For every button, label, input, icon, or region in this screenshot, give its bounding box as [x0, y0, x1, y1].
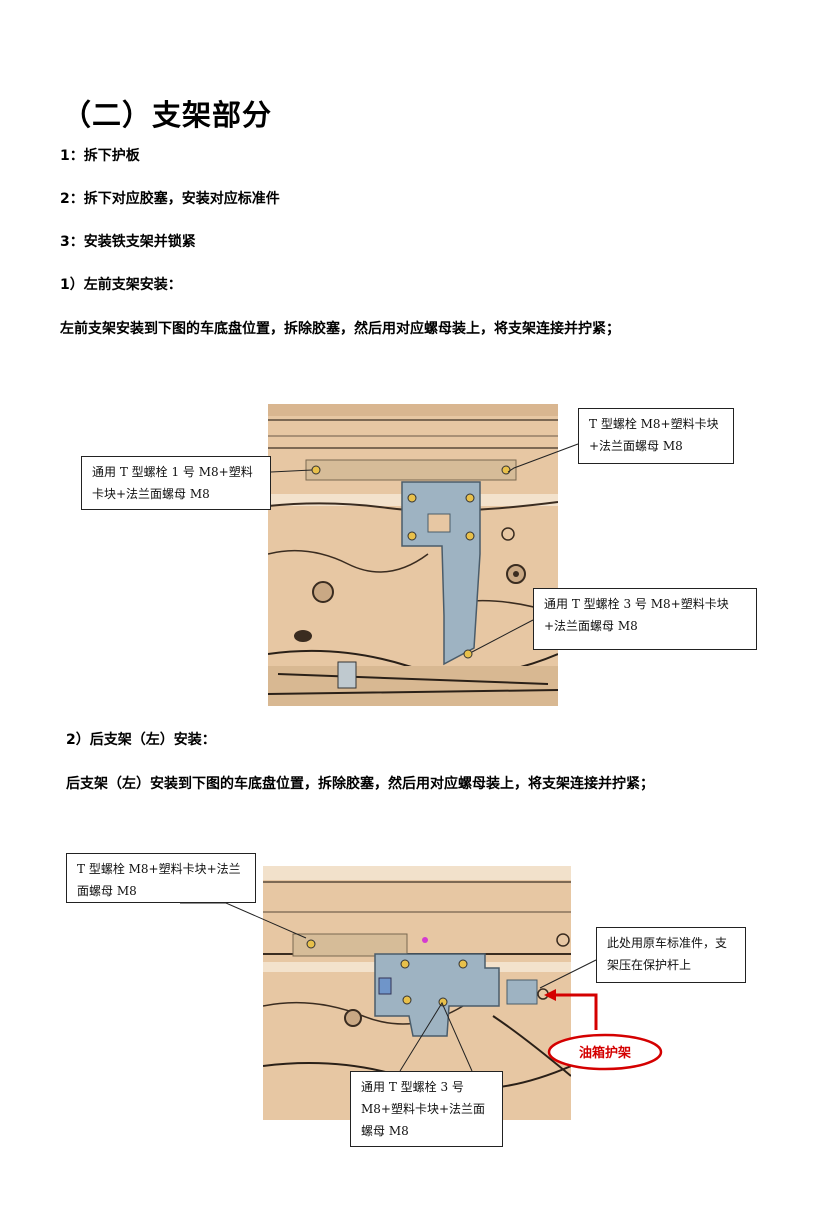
callout-rear-right-standard-part: 此处用原车标准件，支架压在保护杆上 — [596, 927, 746, 983]
step-2: 2：拆下对应胶塞，安装对应标准件 — [60, 191, 280, 207]
callout-rear-bottom-bolt: 通用 T 型螺栓 3 号 M8+塑料卡块+法兰面螺母 M8 — [350, 1071, 503, 1147]
left-front-heading: 1）左前支架安装： — [60, 277, 182, 293]
callout-top-right-bolt: T 型螺栓 M8+塑料卡块+法兰面螺母 M8 — [578, 408, 734, 464]
fuel-tank-guard-label: 油箱护架 — [578, 1046, 631, 1061]
rear-left-description: 后支架（左）安装到下图的车底盘位置，拆除胶塞，然后用对应螺母装上，将支架连接并拧… — [66, 776, 654, 792]
step-3: 3：安装铁支架并锁紧 — [60, 234, 196, 250]
callout-rear-top-left-bolt: T 型螺栓 M8+塑料卡块+法兰面螺母 M8 — [66, 853, 256, 903]
left-front-chassis-image — [268, 404, 558, 706]
section-title: （二）支架部分 — [62, 98, 273, 132]
callout-bottom-right-bolt: 通用 T 型螺栓 3 号 M8+塑料卡块+法兰面螺母 M8 — [533, 588, 757, 650]
step-1: 1：拆下护板 — [60, 148, 140, 164]
left-front-description: 左前支架安装到下图的车底盘位置，拆除胶塞，然后用对应螺母装上，将支架连接并拧紧； — [60, 321, 620, 337]
rear-left-heading: 2）后支架（左）安装： — [66, 732, 216, 748]
callout-left-bolt: 通用 T 型螺栓 1 号 M8+塑料卡块+法兰面螺母 M8 — [81, 456, 271, 510]
